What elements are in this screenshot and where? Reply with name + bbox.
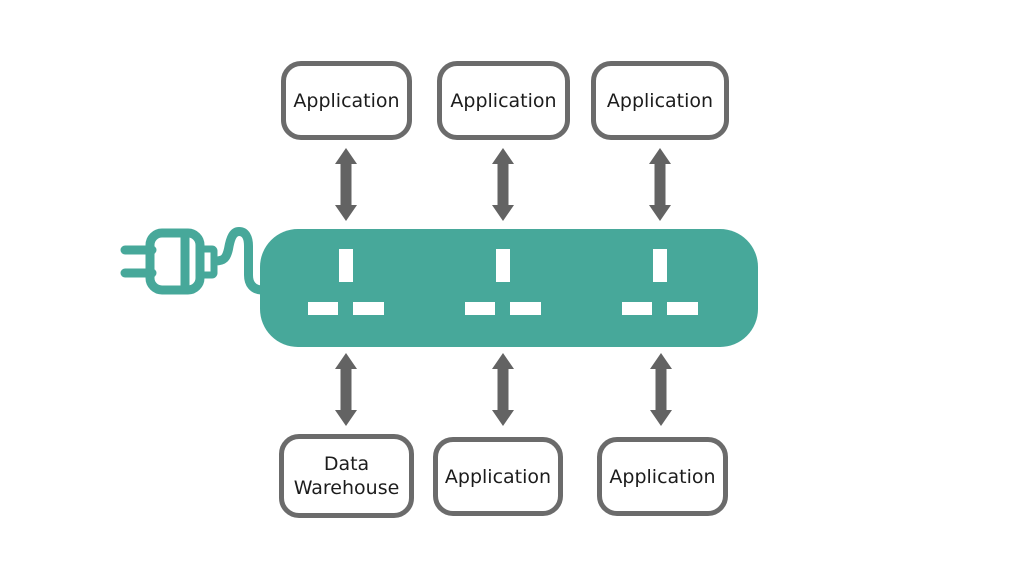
power-cord-icon <box>210 227 266 295</box>
power-strip-body <box>260 229 758 347</box>
socket-pin-right <box>510 302 541 315</box>
node-application-top-1: Application <box>281 61 412 140</box>
double-headed-arrow-icon <box>335 148 357 221</box>
power-strip-icon <box>260 229 758 347</box>
node-application-top-3: Application <box>591 61 729 140</box>
node-application-bottom-3: Application <box>597 437 728 516</box>
node-application-top-2: Application <box>437 61 570 140</box>
node-label: Data Warehouse <box>293 453 400 499</box>
double-headed-arrow-icon <box>649 148 671 221</box>
socket-pin-left <box>465 302 495 315</box>
node-label: Application <box>450 89 557 112</box>
socket-pin-left <box>622 302 652 315</box>
node-application-bottom-2: Application <box>433 437 563 516</box>
socket-pin-earth <box>653 249 667 282</box>
double-headed-arrow-icon <box>650 353 672 426</box>
node-label: Application <box>606 89 714 112</box>
uk-socket-icon <box>308 249 384 315</box>
socket-pin-earth <box>496 249 510 282</box>
connectors <box>335 148 672 426</box>
uk-socket-icon <box>622 249 698 315</box>
double-headed-arrow-icon <box>492 353 514 426</box>
uk-socket-icon <box>465 249 541 315</box>
node-data-warehouse: Data Warehouse <box>279 434 414 518</box>
power-plug-icon <box>120 227 266 295</box>
socket-pin-left <box>308 302 338 315</box>
socket-pin-earth <box>339 249 353 282</box>
node-label: Application <box>609 465 716 488</box>
plug-body <box>145 228 205 295</box>
node-label: Application <box>293 89 400 112</box>
double-headed-arrow-icon <box>335 353 357 426</box>
node-label: Application <box>444 465 552 488</box>
double-headed-arrow-icon <box>492 148 514 221</box>
socket-pin-right <box>667 302 698 315</box>
socket-pin-right <box>353 302 384 315</box>
